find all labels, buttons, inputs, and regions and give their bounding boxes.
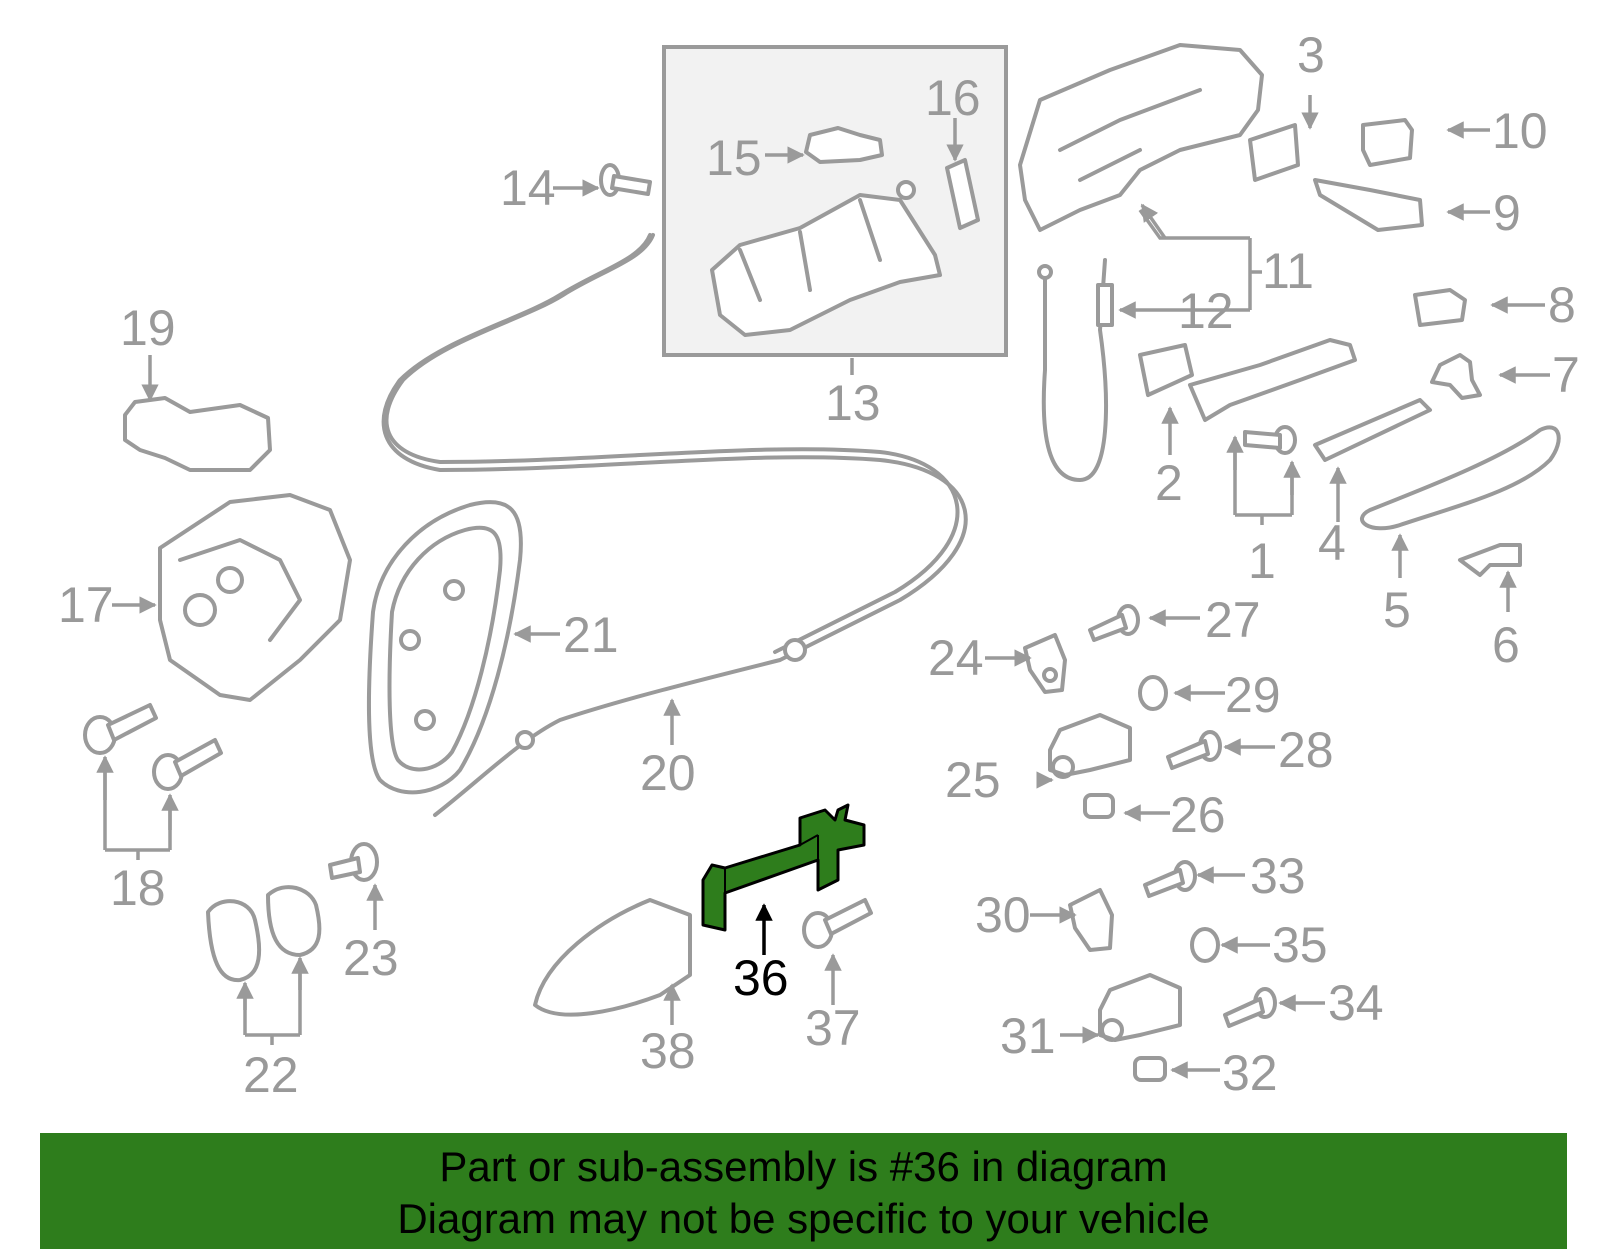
callout-2: 2 <box>1155 455 1183 511</box>
callout-26: 26 <box>1170 787 1226 843</box>
callout-15: 15 <box>706 130 762 186</box>
part-1-handle-base <box>1188 338 1357 455</box>
callout-35: 35 <box>1272 917 1328 973</box>
part-2 <box>1138 343 1194 397</box>
callout-13: 13 <box>825 375 881 431</box>
callout-29: 29 <box>1225 667 1281 723</box>
part-36-highlighted <box>701 803 866 932</box>
callout-18: 18 <box>110 860 166 916</box>
part-21-gasket <box>366 500 523 795</box>
part-17-lock <box>158 493 352 702</box>
callout-22: 22 <box>243 1047 299 1103</box>
part-13-box <box>662 45 1008 357</box>
small-hardware <box>1023 604 1277 1082</box>
part-3 <box>1248 123 1300 182</box>
callout-28: 28 <box>1278 722 1334 778</box>
callout-38: 38 <box>640 1023 696 1079</box>
callout-14: 14 <box>500 160 556 216</box>
callout-20: 20 <box>640 745 696 801</box>
part-23-screw <box>328 842 379 882</box>
callout-36: 36 <box>733 950 789 1006</box>
part-22-seals <box>206 885 322 983</box>
callout-10: 10 <box>1492 103 1548 159</box>
part-20-cable <box>381 233 968 817</box>
part-11-carrier <box>1018 43 1264 232</box>
callout-33: 33 <box>1250 848 1306 904</box>
callout-21: 21 <box>563 607 619 663</box>
callout-5: 5 <box>1383 582 1411 638</box>
callout-6: 6 <box>1492 617 1520 673</box>
leader-lines <box>96 95 1550 1079</box>
part-12-rod <box>1037 258 1114 482</box>
callout-9: 9 <box>1493 185 1521 241</box>
part-10 <box>1361 118 1414 167</box>
banner-line-1: Part or sub-assembly is #36 in diagram <box>439 1143 1168 1190</box>
part-19 <box>123 396 272 472</box>
part-8 <box>1413 288 1467 327</box>
part-38-cap <box>533 898 692 1017</box>
callout-3: 3 <box>1297 27 1325 83</box>
callout-34: 34 <box>1328 975 1384 1031</box>
callout-17: 17 <box>58 577 114 633</box>
callout-16: 16 <box>925 70 981 126</box>
callout-27: 27 <box>1205 592 1261 648</box>
part-18-bolts <box>83 703 223 791</box>
callout-31: 31 <box>1000 1008 1056 1064</box>
callout-12: 12 <box>1178 283 1234 339</box>
callout-8: 8 <box>1548 277 1576 333</box>
part-4 <box>1313 398 1432 462</box>
callout-24: 24 <box>928 630 984 686</box>
callouts: 1 2 3 4 5 6 7 8 9 10 11 12 13 14 15 16 1… <box>58 27 1580 1103</box>
callout-1: 1 <box>1248 533 1276 589</box>
part-5-handle <box>1360 425 1561 531</box>
part-7 <box>1430 353 1482 400</box>
callout-32: 32 <box>1222 1045 1278 1101</box>
info-banner: Part or sub-assembly is #36 in diagram D… <box>40 1133 1567 1249</box>
callout-37: 37 <box>805 1000 861 1056</box>
callout-11: 11 <box>1262 243 1314 299</box>
banner-line-2: Diagram may not be specific to your vehi… <box>397 1195 1210 1242</box>
callout-25: 25 <box>945 752 1001 808</box>
callout-7: 7 <box>1552 347 1580 403</box>
callout-30: 30 <box>975 887 1031 943</box>
callout-23: 23 <box>343 930 399 986</box>
part-6 <box>1458 543 1522 577</box>
part-9 <box>1313 178 1424 232</box>
part-37-bolt <box>802 898 873 949</box>
callout-4: 4 <box>1318 515 1346 571</box>
part-14-bolt <box>599 163 652 197</box>
callout-19: 19 <box>120 300 176 356</box>
